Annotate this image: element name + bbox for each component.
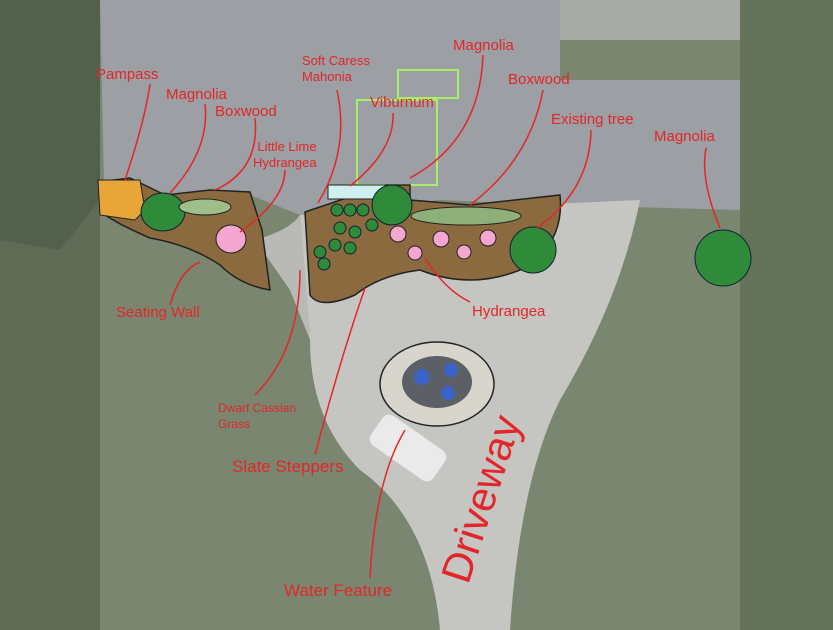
label-grass-line1: Dwarf Cassian	[218, 401, 297, 415]
hydrangea-lime-plant	[215, 224, 247, 254]
pampass-bed	[97, 179, 146, 221]
label-boxwood-left: Boxwood	[215, 103, 277, 120]
label-little-lime-line2: Hydrangea	[253, 155, 317, 170]
label-magnolia-right: Magnolia	[654, 128, 715, 145]
label-pampass: Pampass	[96, 66, 159, 83]
label-existing-tree: Existing tree	[551, 111, 634, 128]
label-hydrangea: Hydrangea	[472, 303, 546, 320]
label-mahonia-line2: Mahonia	[302, 69, 352, 84]
label-magnolia-left: Magnolia	[166, 86, 227, 103]
existing-tree	[509, 226, 557, 274]
magnolia-plant	[140, 192, 186, 232]
viburnum-plant	[371, 184, 413, 226]
magnolia-right-tree	[694, 229, 752, 287]
label-grass-line2: Grass	[218, 417, 251, 431]
label-boxwood-right: Boxwood	[508, 71, 570, 88]
label-water-feature: Water Feature	[284, 581, 393, 600]
label-magnolia-center: Magnolia	[453, 37, 514, 54]
house-roof	[100, 0, 740, 215]
label-mahonia-line1: Soft Caress	[302, 53, 370, 68]
boxwood-plant	[178, 198, 232, 216]
label-little-lime-line1: Little Lime	[257, 139, 317, 154]
label-viburnum: Viburnum	[370, 94, 434, 111]
label-slate-steppers: Slate Steppers	[232, 457, 344, 476]
label-seating-wall: Seating Wall	[116, 304, 200, 321]
